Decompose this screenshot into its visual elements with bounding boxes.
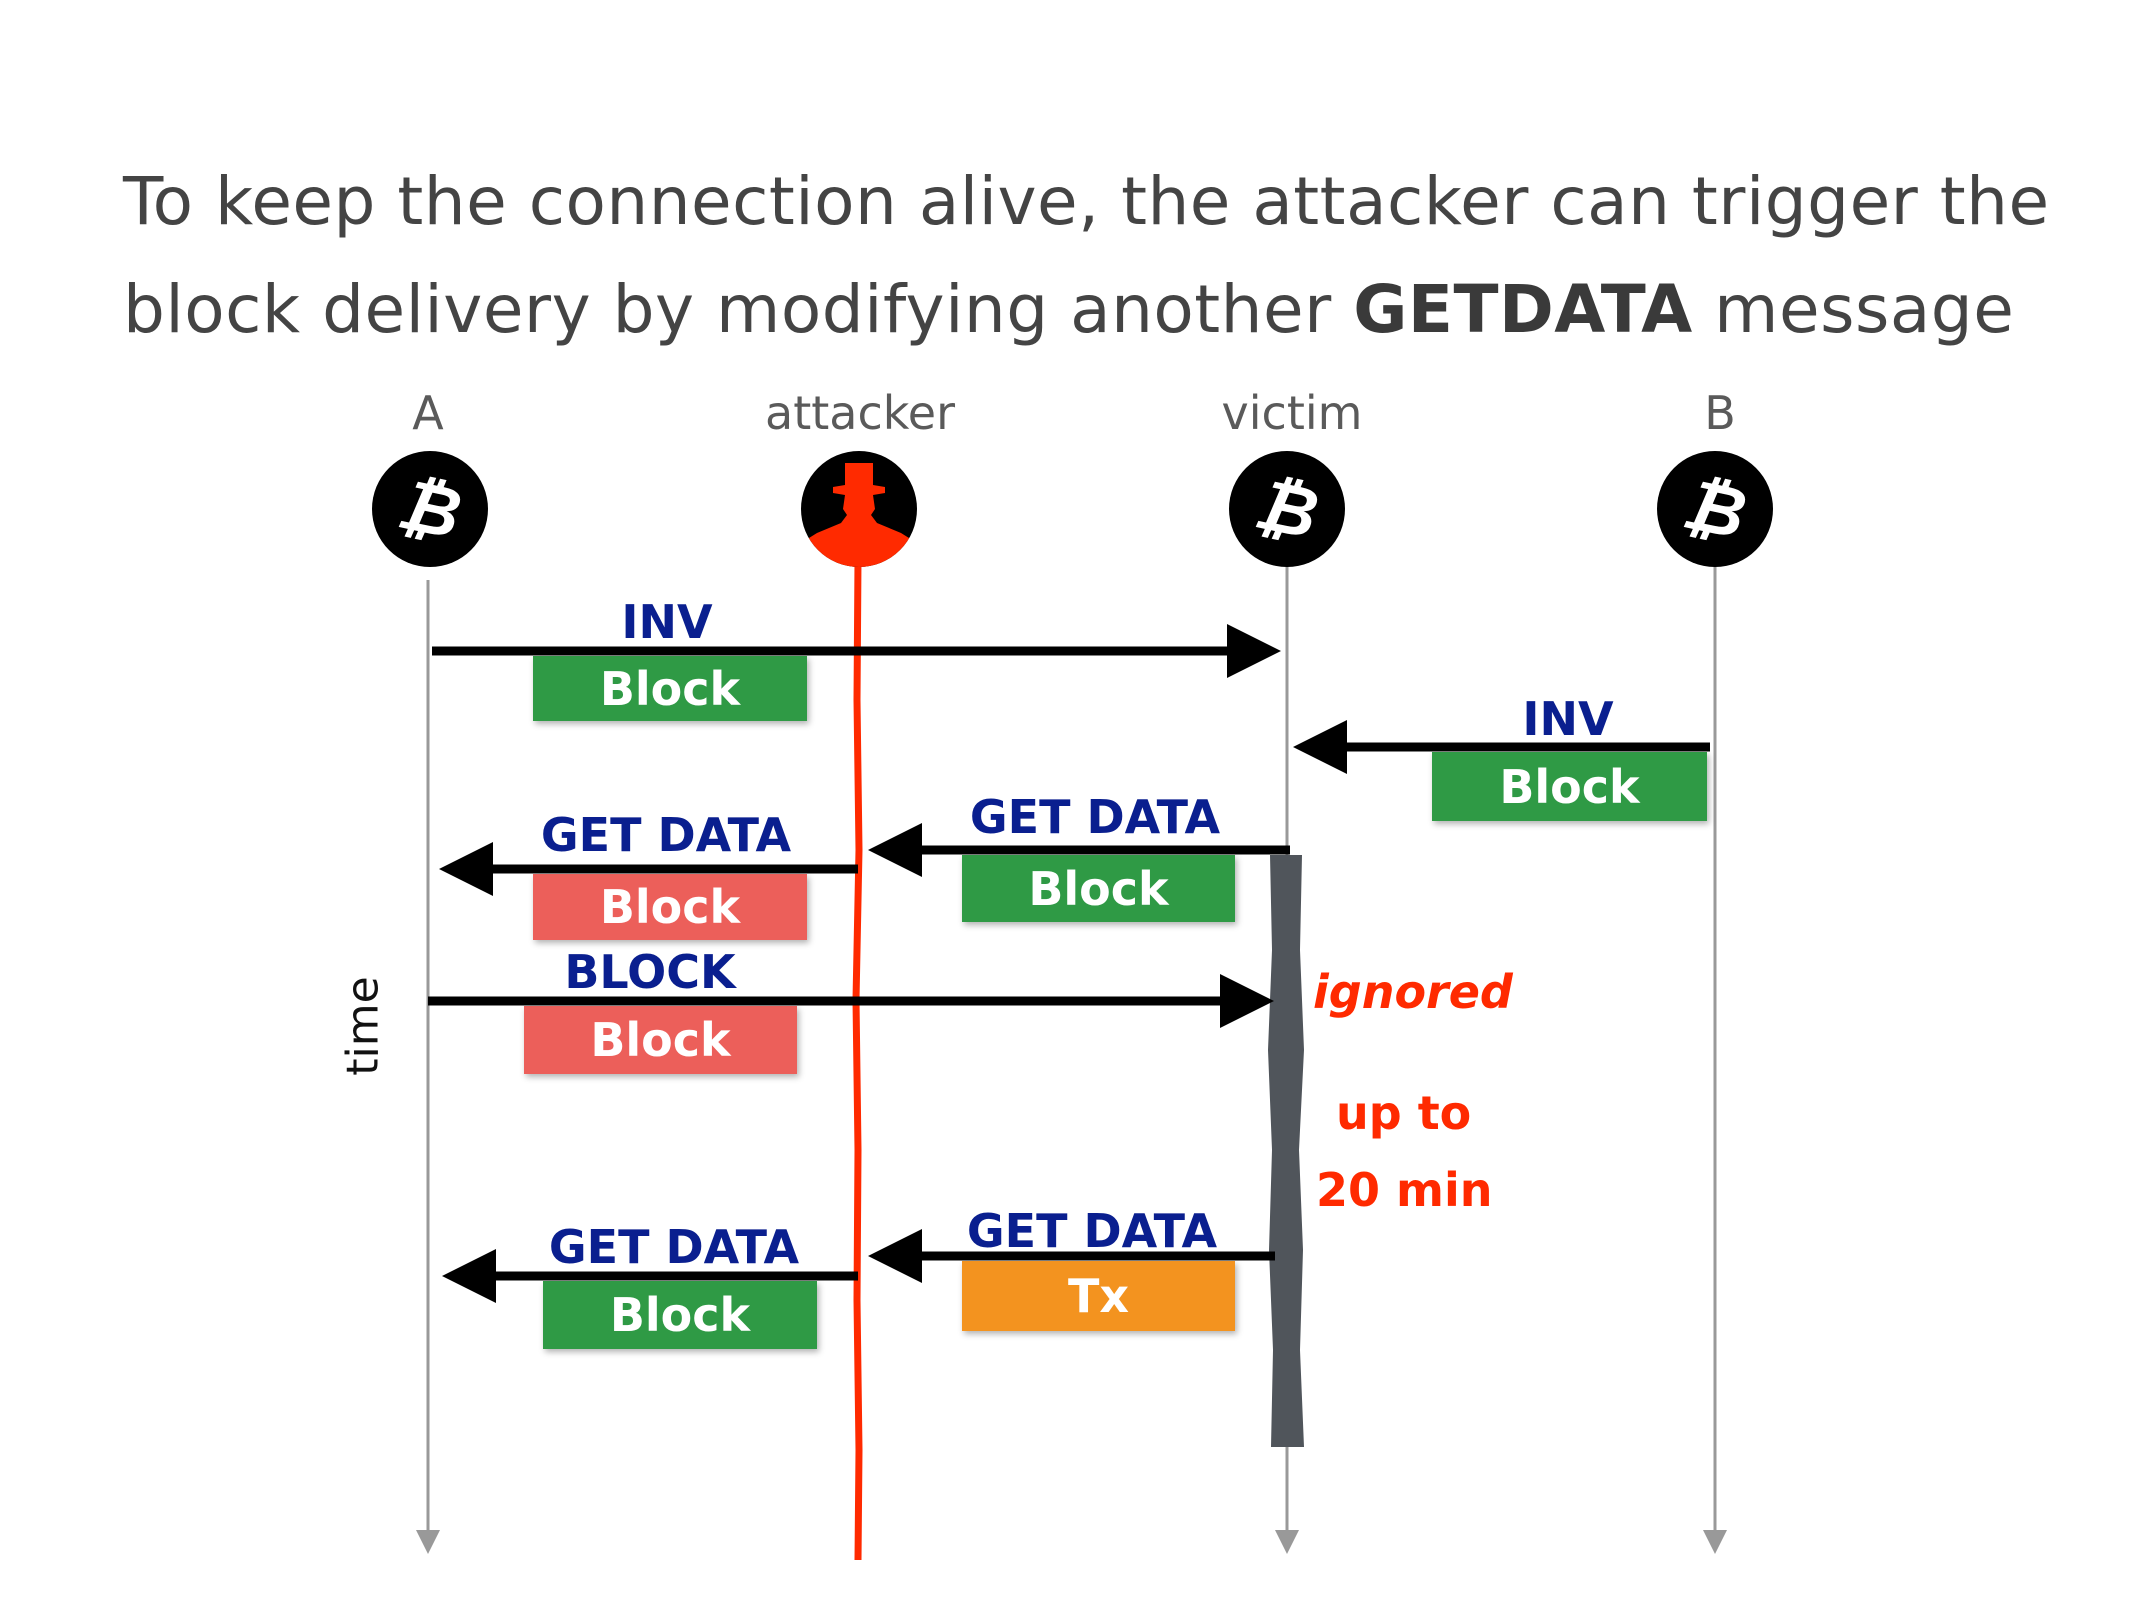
bitcoin-icon: ₿ bbox=[1676, 462, 1754, 556]
msg-type-label: GET DATA bbox=[540, 808, 792, 862]
msg-type-label: GET DATA bbox=[969, 790, 1221, 844]
node-label-victim: victim bbox=[1221, 386, 1363, 440]
getdata-emphasis: GETDATA bbox=[1353, 271, 1693, 348]
node-label-a: A bbox=[412, 386, 444, 440]
victim-waiting-bar bbox=[1268, 855, 1304, 1447]
time-axis-label: time bbox=[337, 976, 389, 1076]
payload-box-block: Block bbox=[533, 656, 807, 721]
payload-box-block: Block bbox=[524, 1006, 797, 1074]
ignored-note: ignored bbox=[1313, 965, 1513, 1019]
bitcoin-icon: ₿ bbox=[1248, 462, 1326, 556]
msg-type-label: GET DATA bbox=[966, 1204, 1218, 1258]
msg-type-label: GET DATA bbox=[548, 1220, 800, 1274]
payload-box-block: Block bbox=[1432, 752, 1707, 821]
payload-box-block: Block bbox=[543, 1281, 817, 1349]
up-to-note: up to bbox=[1336, 1086, 1472, 1140]
node-attacker bbox=[801, 451, 917, 567]
title-line-1: To keep the connection alive, the attack… bbox=[123, 163, 2050, 240]
payload-box-block: Block bbox=[962, 855, 1235, 922]
slide-title: To keep the connection alive, the attack… bbox=[123, 148, 2050, 364]
node-b: ₿ bbox=[1657, 451, 1773, 567]
lifeline-attacker bbox=[852, 559, 863, 1561]
node-label-b: B bbox=[1704, 386, 1736, 440]
node-label-attacker: attacker bbox=[765, 386, 955, 440]
bitcoin-icon: ₿ bbox=[391, 462, 469, 556]
msg-type-label: INV bbox=[1522, 692, 1614, 746]
node-victim: ₿ bbox=[1229, 451, 1345, 567]
payload-box-block: Block bbox=[533, 874, 807, 940]
msg-type-label: INV bbox=[621, 595, 713, 649]
msg-type-label: BLOCK bbox=[564, 945, 736, 999]
attacker-hat-icon bbox=[801, 463, 917, 567]
title-line-2: block delivery by modifying another GETD… bbox=[123, 271, 2015, 348]
duration-note: 20 min bbox=[1316, 1163, 1493, 1217]
node-a: ₿ bbox=[372, 451, 488, 567]
payload-box-tx: Tx bbox=[962, 1261, 1235, 1331]
